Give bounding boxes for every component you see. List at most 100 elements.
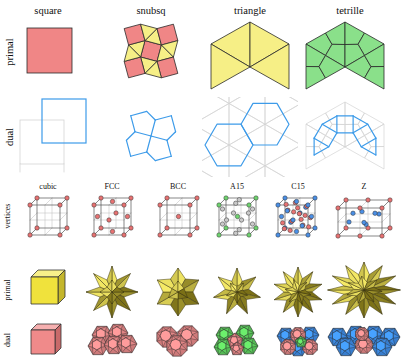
polyhedron-facet [112, 287, 138, 292]
grid-line [124, 213, 131, 220]
dual-edge [147, 152, 156, 161]
square-tile [27, 28, 72, 73]
cell-edge [285, 198, 315, 199]
polyhedron-facet [237, 292, 241, 303]
primal-outline [358, 113, 384, 136]
dual-cell [281, 340, 296, 355]
dual-cell-face [92, 340, 101, 350]
lattice-site [297, 211, 301, 215]
polyhedron-facet [237, 292, 247, 314]
dual-cell-face [332, 331, 341, 341]
cell-edge [37, 198, 67, 199]
kite-tile [319, 56, 345, 79]
lattice-site [239, 218, 243, 222]
lattice-site [373, 211, 377, 215]
lattice-site [358, 234, 362, 238]
lattice-site [250, 207, 254, 211]
lattice-site [65, 226, 69, 230]
lattice-site [35, 226, 39, 230]
cell-edge [249, 205, 250, 235]
lattice-site [347, 220, 351, 224]
dual-edge [314, 124, 322, 138]
dual-cell-face [305, 329, 313, 338]
lattice-site [276, 203, 280, 207]
dual-cell-face [283, 342, 291, 350]
primal-outline [265, 103, 298, 145]
lattice-site [217, 203, 221, 207]
dual-cell-facet [313, 332, 319, 337]
dual-cell [372, 338, 392, 355]
lattice-site [158, 233, 162, 237]
primal-outline [202, 97, 229, 124]
polyhedron-facet [107, 266, 112, 292]
lattice-site [388, 198, 392, 202]
dual-cell-facet [328, 333, 332, 338]
lattice-site [286, 208, 290, 212]
cell-edge [94, 235, 124, 236]
triangle-tile [211, 44, 250, 89]
primal-outline [202, 166, 229, 177]
dual-cell-facet [252, 343, 258, 348]
grid-line [382, 214, 390, 222]
cell-edge [167, 198, 197, 199]
lattice-site [220, 222, 224, 226]
dual-cube [31, 330, 55, 354]
lattice-site [110, 229, 114, 233]
column-heading: BCC [170, 183, 186, 191]
dual-edge [375, 138, 376, 155]
lattice-site [380, 206, 384, 210]
dual-edge [131, 111, 147, 115]
polyhedron-facet [112, 292, 117, 304]
dual-edge [126, 140, 130, 156]
dual-cell [230, 342, 243, 355]
lattice-site [158, 203, 162, 207]
kite-tile [365, 44, 385, 67]
polyhedron-facet [112, 287, 124, 292]
lattice-site [114, 211, 118, 215]
lattice-site [250, 222, 254, 226]
dual-cube [55, 324, 61, 354]
dual-cell-facet [336, 343, 340, 348]
grid-line [338, 214, 346, 222]
dual-edge [151, 136, 167, 140]
grid-line [109, 198, 116, 205]
grid-line [308, 213, 315, 220]
lattice-site [165, 226, 169, 230]
cell-edge [124, 205, 125, 235]
dual-cell-face [108, 339, 117, 349]
lattice-site [129, 196, 133, 200]
dual-cell-face [218, 341, 226, 350]
column-heading: cubic [39, 183, 56, 191]
primal-outline [202, 145, 229, 177]
primal-outline [20, 164, 21, 172]
lattice-site [336, 206, 340, 210]
grid-line [30, 220, 60, 221]
column-heading: square [34, 6, 61, 17]
cell-edge [219, 205, 220, 235]
lattice-site [284, 202, 288, 206]
dual-edge [151, 120, 155, 136]
grid-line [45, 198, 52, 205]
grid-line [190, 213, 197, 220]
dual-edge [353, 133, 361, 147]
polyhedron-facet [171, 268, 179, 292]
lattice-site [283, 226, 287, 230]
triangle-dual [202, 97, 298, 177]
cell-edge [338, 208, 339, 236]
dual-hexagon [241, 103, 289, 145]
row-heading: dual [5, 128, 16, 146]
dual-cell [295, 336, 306, 347]
lattice-site [336, 234, 340, 238]
polyhedron-facet [112, 292, 117, 318]
lattice-site [306, 225, 310, 229]
dual-edge [353, 124, 368, 133]
lattice-site [301, 223, 305, 227]
grid-line [37, 213, 67, 214]
cell-edge [315, 198, 316, 228]
row-heading: dual [4, 333, 12, 347]
lattice-site [291, 218, 295, 222]
grid-line [160, 220, 190, 221]
lattice-site [294, 199, 298, 203]
polyhedron-facet [237, 292, 247, 314]
